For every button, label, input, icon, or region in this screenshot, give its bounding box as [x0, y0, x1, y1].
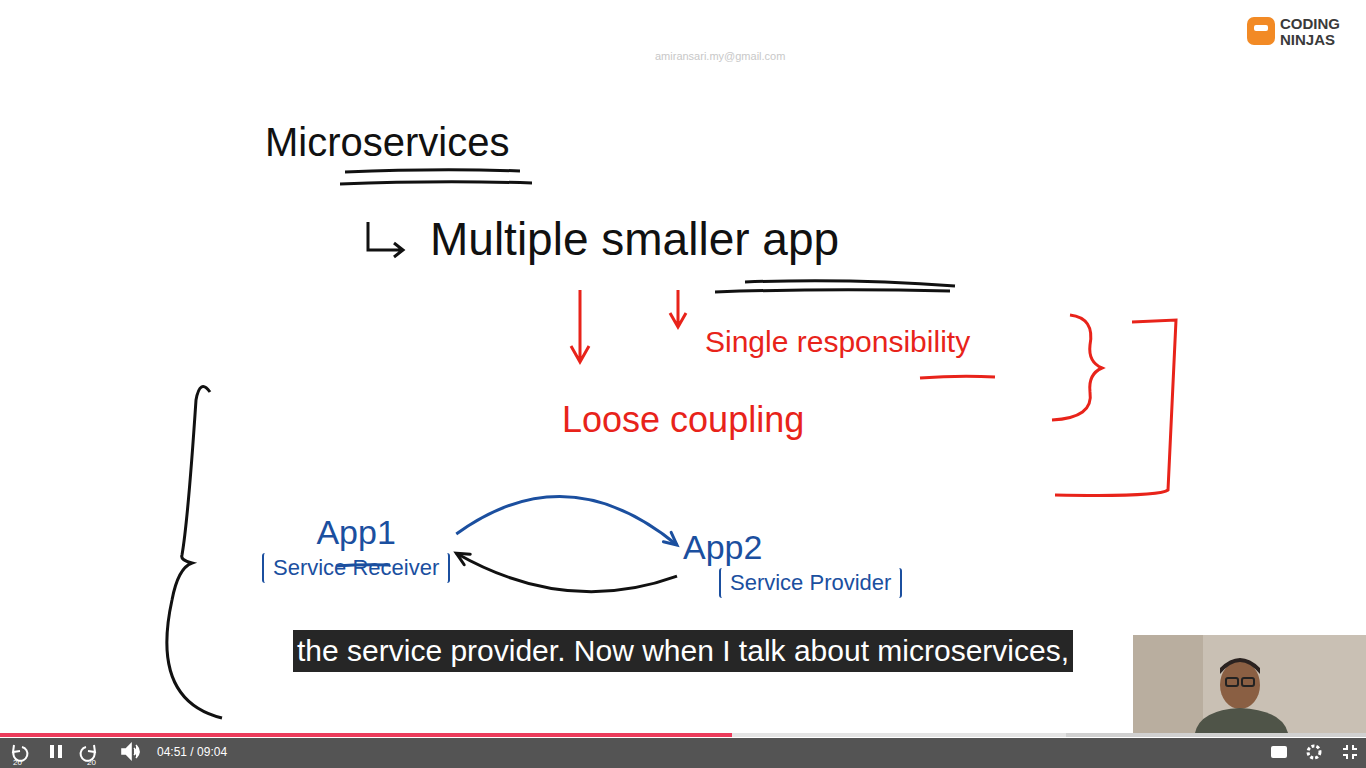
- app-name: App1: [316, 512, 395, 553]
- app-node: App1Service Receiver: [262, 512, 450, 583]
- curly-brace: [1052, 315, 1102, 420]
- logo-text: NINJAS: [1280, 31, 1335, 49]
- glasses: [1226, 678, 1238, 686]
- progress-played: [0, 733, 732, 737]
- arrow-head: [663, 532, 677, 545]
- volume-icon: [122, 744, 139, 759]
- underline: [715, 281, 955, 292]
- curly-brace: [167, 387, 222, 718]
- underline: [920, 376, 995, 378]
- presenter-hair: [1220, 658, 1260, 674]
- glasses: [1242, 678, 1254, 686]
- app-name: App2: [683, 527, 762, 568]
- handwritten-note: Multiple smaller app: [430, 212, 839, 267]
- underline: [340, 182, 532, 184]
- handwritten-note: Loose coupling: [562, 398, 804, 441]
- handwritten-note: Single responsibility: [705, 324, 970, 360]
- presenter-body: [1195, 708, 1288, 733]
- square-bracket: [1055, 320, 1176, 495]
- app-node: App2Service Provider: [683, 527, 902, 598]
- title-text: Microservices: [265, 118, 509, 166]
- down-arrow: [670, 290, 686, 327]
- logo-icon: [1254, 25, 1268, 31]
- progress-buffer: [0, 733, 1066, 737]
- hook-arrow: [368, 222, 403, 257]
- role-bracket-label: Service Receiver: [262, 553, 450, 583]
- pause-icon: [50, 745, 54, 758]
- arrow-head: [456, 553, 470, 565]
- role-bracket-label: Service Provider: [719, 568, 902, 598]
- down-arrow: [571, 290, 589, 362]
- logo-text: CODING: [1280, 15, 1340, 33]
- presenter-head: [1220, 661, 1260, 709]
- skip-seconds: 20: [13, 758, 22, 768]
- underline: [345, 170, 520, 172]
- captions-icon: [1271, 746, 1287, 758]
- webcam-view: [1133, 635, 1203, 733]
- skip-seconds: 20: [87, 758, 96, 768]
- arc-connector: [456, 553, 677, 592]
- subtitle-text: the service provider. Now when I talk ab…: [293, 630, 1073, 672]
- settings-icon: [1308, 746, 1320, 758]
- pause-icon: [58, 745, 62, 758]
- progress-track: [0, 733, 1366, 737]
- fullscreen-icon: [1343, 745, 1357, 759]
- arc-connector: [456, 497, 677, 545]
- watermark: amiransari.my@gmail.com: [655, 50, 785, 63]
- time-display: 04:51 / 09:04: [157, 745, 227, 759]
- logo-icon: [1247, 17, 1275, 45]
- webcam-view: [1133, 635, 1366, 733]
- control-bar: [0, 738, 1366, 768]
